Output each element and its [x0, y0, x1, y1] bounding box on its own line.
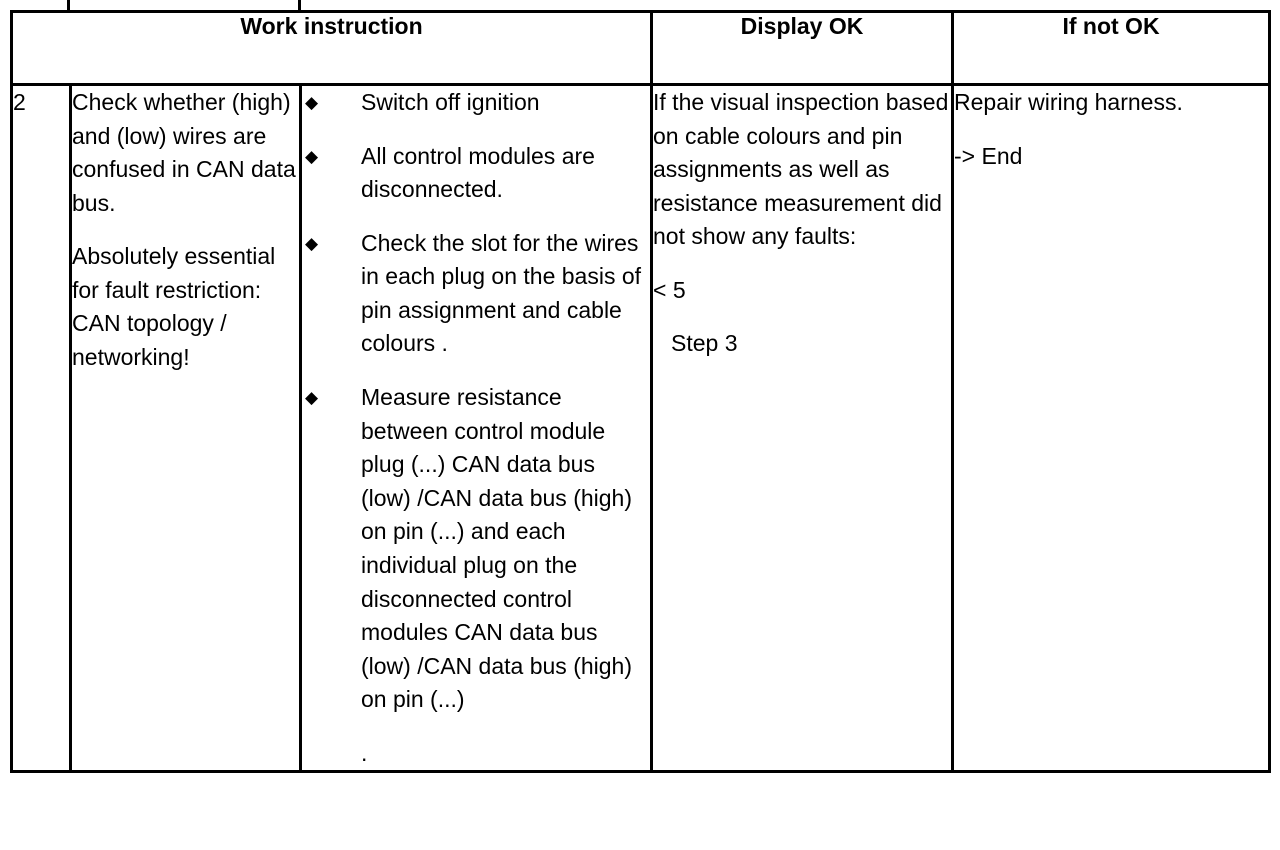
list-trailing-period: .	[361, 739, 368, 766]
description-paragraph-1: Check whether (high) and (low) wires are…	[72, 89, 296, 216]
list-item-label: All control modules are disconnected.	[361, 142, 595, 203]
column-tick-mark-right	[298, 0, 301, 10]
list-item-label: Measure resistance between control modul…	[361, 384, 632, 713]
list-item: ◆ Check the slot for the wires in each p…	[302, 227, 650, 361]
cell-if-not-ok: Repair wiring harness. -> End	[951, 82, 1272, 774]
list-item-label: Switch off ignition	[361, 89, 540, 115]
display-ok-next-step: Step 3	[671, 330, 738, 357]
header-if-not-ok: If not OK	[951, 10, 1272, 86]
description-paragraph-2: Absolutely essential for fault restricti…	[72, 243, 276, 371]
list-item-label: Check the slot for the wires in each plu…	[361, 229, 642, 357]
cell-display-ok: If the visual inspection based on cable …	[650, 82, 955, 774]
display-ok-condition: If the visual inspection based on cable …	[653, 89, 949, 250]
header-display-ok: Display OK	[650, 10, 955, 86]
diamond-bullet-icon: ◆	[305, 146, 319, 166]
diamond-bullet-icon: ◆	[305, 388, 319, 408]
table-row: 2 Check whether (high) and (low) wires a…	[10, 82, 1272, 774]
list-item: ◆ Measure resistance between control mod…	[302, 381, 650, 770]
diamond-bullet-icon: ◆	[305, 93, 319, 112]
work-instruction-table: Work instruction Display OK If not OK 2 …	[9, 10, 1272, 774]
display-ok-threshold: < 5	[653, 276, 686, 303]
table-header: Work instruction Display OK If not OK	[9, 10, 1272, 86]
table-body: 2 Check whether (high) and (low) wires a…	[10, 82, 1272, 774]
header-row: Work instruction Display OK If not OK	[9, 10, 1272, 86]
list-item: ◆ Switch off ignition	[302, 86, 650, 120]
cell-steps: ◆ Switch off ignition ◆ All control modu…	[298, 82, 654, 774]
steps-bullet-list: ◆ Switch off ignition ◆ All control modu…	[302, 86, 650, 770]
if-not-ok-outcome: -> End	[954, 142, 1023, 169]
list-item: ◆ All control modules are disconnected.	[302, 140, 650, 207]
column-tick-mark-left	[67, 0, 70, 10]
cell-description: Check whether (high) and (low) wires are…	[69, 82, 302, 774]
if-not-ok-action: Repair wiring harness.	[954, 89, 1183, 115]
diamond-bullet-icon: ◆	[305, 233, 319, 253]
cell-step-number: 2	[10, 82, 72, 774]
header-work-instruction: Work instruction	[9, 10, 654, 86]
